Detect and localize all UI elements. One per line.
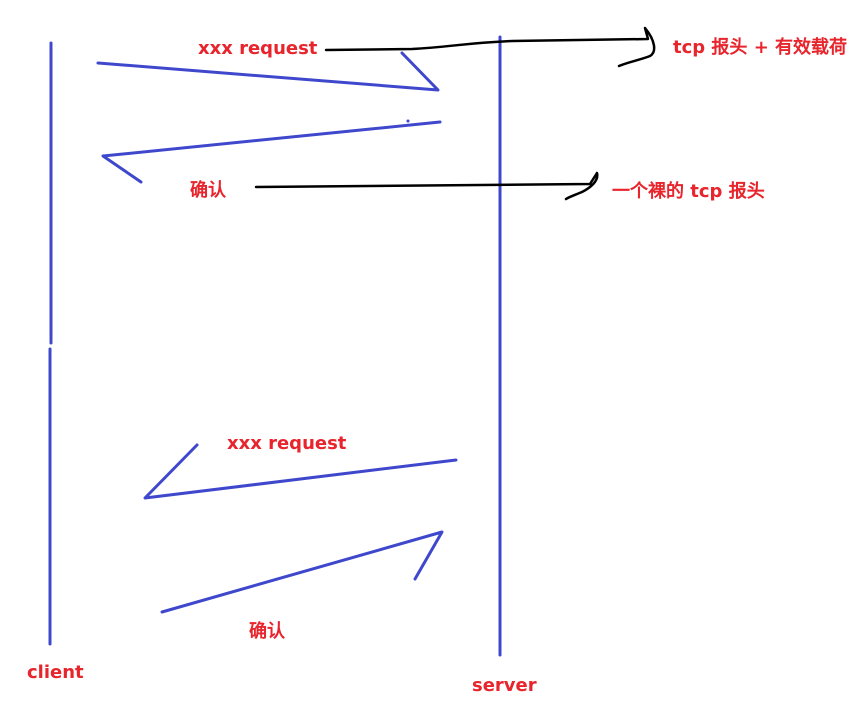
ack-1-label: 确认 (190, 180, 226, 201)
request-1-pointer (324, 26, 656, 68)
request-2-arrow (143, 443, 458, 500)
ack-2-arrow (160, 530, 444, 614)
ack-1-arrow (101, 120, 442, 184)
bare-tcp-header-label: 一个裸的 tcp 报头 (612, 181, 765, 202)
request-2-label: xxx request (227, 433, 347, 454)
ack-1-pointer (254, 171, 599, 201)
server-label: server (472, 675, 537, 696)
client-label: client (27, 662, 84, 683)
request-1-arrow (96, 51, 440, 92)
stray-dot (406, 119, 410, 123)
ack-2-label: 确认 (249, 621, 285, 642)
client-lifeline (48, 41, 53, 646)
request-1-label: xxx request (198, 38, 318, 59)
tcp-header-payload-label: tcp 报头 + 有效载荷 (673, 37, 848, 58)
